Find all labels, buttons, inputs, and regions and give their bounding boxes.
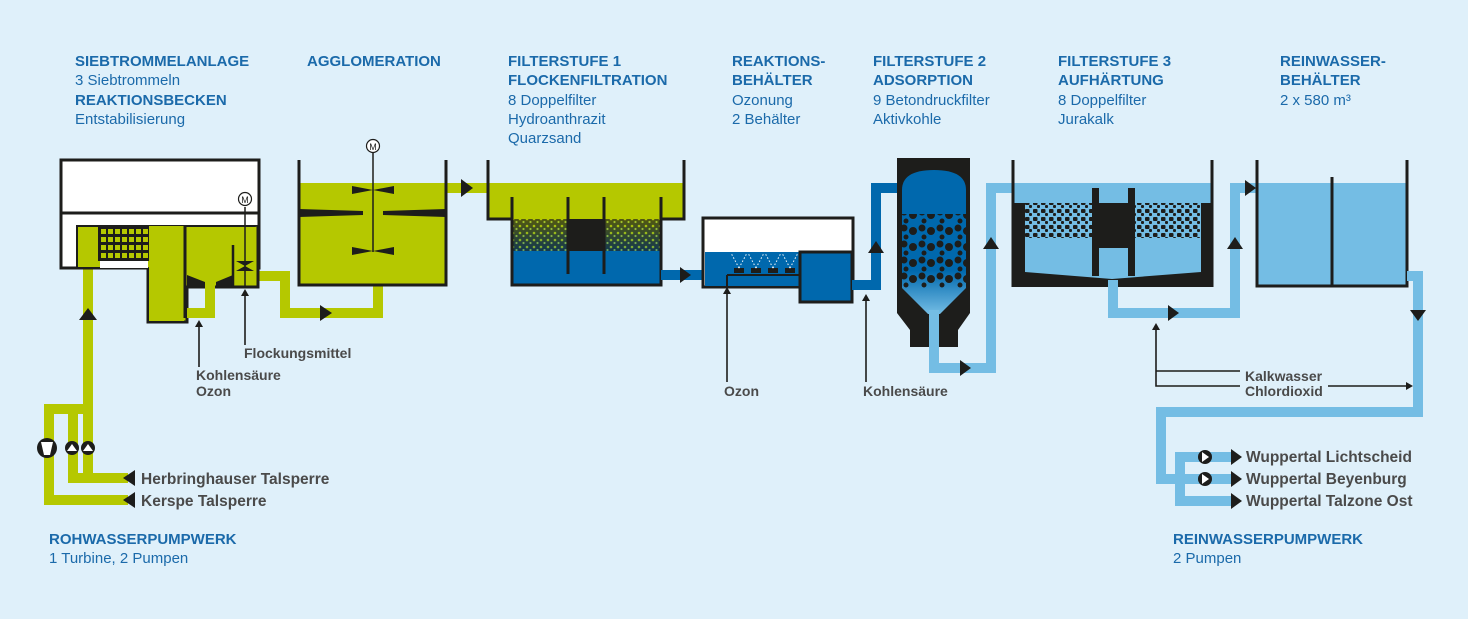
siebtrommel-tank bbox=[59, 158, 261, 324]
label-flockungsmittel: Flockungsmittel bbox=[244, 345, 351, 361]
flow-arrow-icon bbox=[320, 305, 332, 321]
svg-text:FILTERSTUFE 1: FILTERSTUFE 1 bbox=[508, 53, 621, 70]
svg-text:Jurakalk: Jurakalk bbox=[1058, 111, 1114, 128]
flow-arrow-icon bbox=[868, 241, 884, 253]
motor-icon: M bbox=[237, 191, 253, 207]
raw-pumpwork-label: ROHWASSERPUMPWERK 1 Turbine, 2 Pumpen bbox=[49, 531, 237, 567]
svg-text:9 Betondruckfilter: 9 Betondruckfilter bbox=[873, 92, 990, 109]
turbine-icon bbox=[37, 438, 57, 458]
destination-talzone-ost: Wuppertal Talzone Ost bbox=[1246, 493, 1413, 510]
svg-text:ADSORPTION: ADSORPTION bbox=[873, 72, 973, 89]
svg-text:2 Pumpen: 2 Pumpen bbox=[1173, 550, 1241, 567]
label-ozon: Ozon bbox=[724, 383, 759, 399]
svg-text:BEHÄLTER: BEHÄLTER bbox=[1280, 72, 1361, 89]
stage-filterstufe1-label: FILTERSTUFE 1 FLOCKENFILTRATION 8 Doppel… bbox=[508, 53, 667, 147]
svg-text:Hydroanthrazit: Hydroanthrazit bbox=[508, 111, 606, 128]
svg-text:2 x 580 m³: 2 x 580 m³ bbox=[1280, 92, 1351, 109]
svg-text:REAKTIONS-: REAKTIONS- bbox=[732, 53, 825, 70]
flow-arrow-icon bbox=[79, 308, 97, 320]
pump-icon bbox=[65, 441, 79, 455]
svg-text:REINWASSERPUMPWERK: REINWASSERPUMPWERK bbox=[1173, 531, 1363, 548]
clean-water-pipe bbox=[1175, 452, 1235, 479]
stage-reinwasserbehaelter-label: REINWASSER- BEHÄLTER 2 x 580 m³ bbox=[1280, 53, 1386, 109]
svg-text:AUFHÄRTUNG: AUFHÄRTUNG bbox=[1058, 72, 1164, 89]
agglomeration-tank bbox=[297, 152, 448, 287]
flow-arrow-icon bbox=[1168, 305, 1179, 321]
svg-text:2 Behälter: 2 Behälter bbox=[732, 111, 800, 128]
clean-water-pipe bbox=[1175, 479, 1235, 506]
source-herbringhauser: Herbringhauser Talsperre bbox=[141, 471, 330, 488]
filterstufe1-tank bbox=[486, 160, 686, 287]
svg-text:Quarzsand: Quarzsand bbox=[508, 130, 581, 147]
flow-arrow-icon bbox=[1245, 180, 1256, 196]
arrow-left-icon bbox=[123, 492, 135, 508]
svg-text:FLOCKENFILTRATION: FLOCKENFILTRATION bbox=[508, 72, 667, 89]
destination-beyenburg: Wuppertal Beyenburg bbox=[1246, 471, 1407, 488]
reinwasser-tank bbox=[1255, 160, 1409, 288]
motor-icon: M bbox=[365, 138, 381, 154]
svg-text:Entstabilisierung: Entstabilisierung bbox=[75, 111, 185, 128]
svg-text:REINWASSER-: REINWASSER- bbox=[1280, 53, 1386, 70]
stage-agglomeration-label: AGGLOMERATION bbox=[307, 53, 441, 70]
dosing-lines bbox=[195, 287, 1413, 390]
stage-filterstufe3-label: FILTERSTUFE 3 AUFHÄRTUNG 8 Doppelfilter … bbox=[1058, 53, 1171, 128]
arrow-left-icon bbox=[123, 470, 135, 486]
svg-text:AGGLOMERATION: AGGLOMERATION bbox=[307, 53, 441, 70]
pump-icon bbox=[1198, 450, 1212, 464]
svg-text:8 Doppelfilter: 8 Doppelfilter bbox=[508, 92, 596, 109]
label-ozon: Ozon bbox=[196, 383, 231, 399]
clean-water-pipe bbox=[1108, 183, 1257, 318]
destination-lichtscheid: Wuppertal Lichtscheid bbox=[1246, 449, 1412, 466]
reaktionsbehaelter-tank bbox=[701, 216, 855, 304]
flow-arrow-icon bbox=[680, 267, 691, 283]
clean-water-pipe bbox=[929, 183, 1015, 373]
svg-text:1 Turbine, 2 Pumpen: 1 Turbine, 2 Pumpen bbox=[49, 550, 188, 567]
stage-siebtrommelanlage-label: SIEBTROMMELANLAGE 3 Siebtrommeln REAKTIO… bbox=[75, 53, 249, 128]
svg-text:3 Siebtrommeln: 3 Siebtrommeln bbox=[75, 72, 180, 89]
svg-text:8 Doppelfilter: 8 Doppelfilter bbox=[1058, 92, 1146, 109]
label-kalkwasser: Kalkwasser bbox=[1245, 368, 1323, 384]
filterstufe3-tank bbox=[1010, 150, 1215, 287]
label-chlordioxid: Chlordioxid bbox=[1245, 383, 1323, 399]
stage-reaktionsbehaelter-label: REAKTIONS- BEHÄLTER Ozonung 2 Behälter bbox=[732, 53, 825, 128]
svg-text:FILTERSTUFE 3: FILTERSTUFE 3 bbox=[1058, 53, 1171, 70]
flow-arrow-icon bbox=[461, 179, 473, 197]
clean-pumpwork-label: REINWASSERPUMPWERK 2 Pumpen bbox=[1173, 531, 1363, 567]
svg-text:Ozonung: Ozonung bbox=[732, 92, 793, 109]
flow-arrow-icon bbox=[1231, 449, 1242, 465]
label-kohlensaeure: Kohlensäure bbox=[196, 367, 281, 383]
flow-arrow-icon bbox=[1231, 471, 1242, 487]
svg-text:SIEBTROMMELANLAGE: SIEBTROMMELANLAGE bbox=[75, 53, 249, 70]
svg-text:M: M bbox=[369, 142, 377, 152]
svg-text:ROHWASSERPUMPWERK: ROHWASSERPUMPWERK bbox=[49, 531, 237, 548]
flow-arrow-icon bbox=[1231, 493, 1242, 509]
stage-filterstufe2-label: FILTERSTUFE 2 ADSORPTION 9 Betondruckfil… bbox=[873, 53, 990, 128]
pump-icon bbox=[81, 441, 95, 455]
flow-arrow-icon bbox=[1227, 237, 1243, 249]
flow-arrow-icon bbox=[960, 360, 971, 376]
pump-icon bbox=[1198, 472, 1212, 486]
filterstufe2-tank bbox=[897, 158, 970, 347]
source-kerspe: Kerspe Talsperre bbox=[141, 493, 267, 510]
svg-text:Aktivkohle: Aktivkohle bbox=[873, 111, 941, 128]
svg-text:M: M bbox=[241, 195, 249, 205]
svg-text:REAKTIONSBECKEN: REAKTIONSBECKEN bbox=[75, 92, 227, 109]
svg-text:FILTERSTUFE 2: FILTERSTUFE 2 bbox=[873, 53, 986, 70]
flow-arrow-icon bbox=[983, 237, 999, 249]
clean-water-pipe bbox=[1156, 271, 1423, 484]
svg-text:BEHÄLTER: BEHÄLTER bbox=[732, 72, 813, 89]
flow-arrow-icon bbox=[1410, 310, 1426, 321]
label-kohlensaeure: Kohlensäure bbox=[863, 383, 948, 399]
ozone-pipe bbox=[852, 183, 900, 290]
